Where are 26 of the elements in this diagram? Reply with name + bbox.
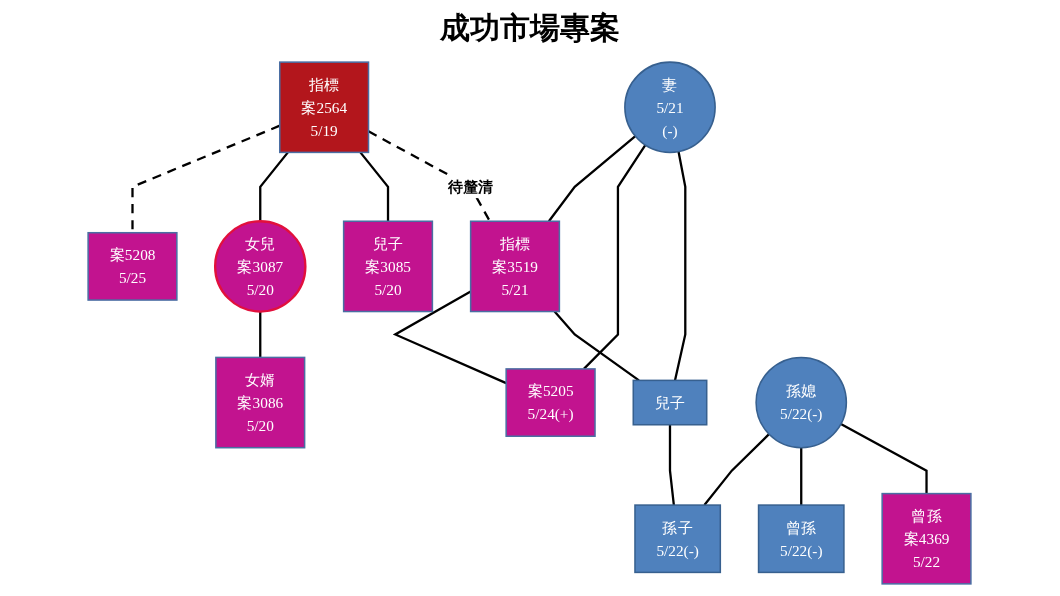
node-box: 孫子 5/22(-)	[634, 504, 722, 574]
node-circle: 孫媳 5/22(-)	[755, 356, 848, 449]
connector	[583, 144, 647, 370]
connector	[674, 151, 687, 381]
connector	[548, 135, 637, 222]
connector	[554, 310, 641, 382]
node-box: 兒子 案3085 5/20	[343, 220, 434, 313]
node-box: 案5208 5/25	[87, 231, 179, 301]
node-box: 兒子	[633, 379, 708, 426]
connector	[359, 151, 390, 222]
node-box: 案5205 5/24(+)	[505, 368, 597, 437]
connector	[800, 447, 803, 506]
connector	[669, 424, 676, 506]
node-circle: 妻 5/21 (-)	[624, 61, 717, 154]
connector	[840, 423, 929, 494]
node-box: 女婿 案3086 5/20	[215, 356, 306, 449]
edge-label: 待釐清	[448, 178, 495, 196]
diagram-title: 成功市場專案	[440, 10, 620, 46]
node-circle: 女兒 案3087 5/20	[214, 220, 308, 313]
node-box: 曾孫 案4369 5/22	[881, 492, 973, 585]
node-box: 指標 案2564 5/19	[279, 61, 370, 154]
connector	[259, 151, 290, 222]
connector	[259, 311, 262, 358]
node-box: 曾孫 5/22(-)	[758, 504, 846, 574]
connector	[704, 433, 771, 506]
node-box: 指標 案3519 5/21	[470, 220, 561, 313]
